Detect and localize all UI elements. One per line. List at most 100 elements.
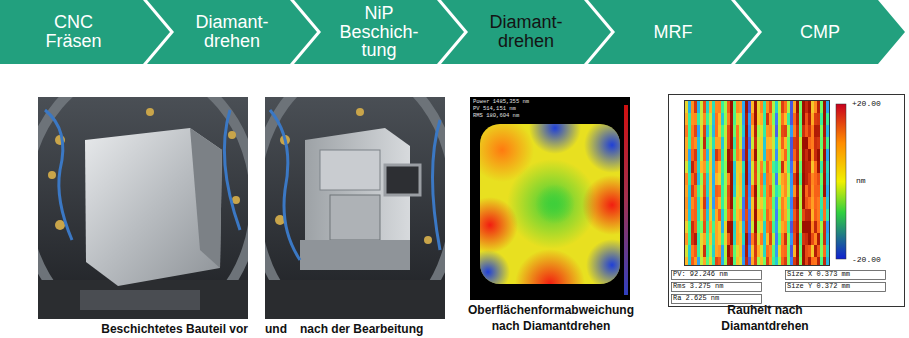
roughness-stripe: [802, 197, 805, 209]
roughness-stripe: [793, 257, 796, 265]
roughness-stripe: [736, 101, 739, 113]
roughness-stripe: [694, 149, 697, 161]
roughness-stripe: [739, 257, 742, 265]
roughness-stripe: [805, 149, 808, 161]
roughness-stripe: [763, 113, 766, 125]
roughness-stripe: [742, 101, 745, 113]
roughness-stripe: [802, 221, 805, 233]
roughness-stripe: [739, 245, 742, 257]
roughness-stripe: [685, 245, 688, 257]
roughness-stripe: [817, 113, 820, 125]
roughness-stripe: [793, 209, 796, 221]
roughness-stripe: [733, 245, 736, 257]
roughness-stripe: [763, 149, 766, 161]
roughness-stripe: [733, 221, 736, 233]
roughness-stripe: [745, 173, 748, 185]
roughness-stripe: [730, 113, 733, 125]
roughness-stripe: [718, 185, 721, 197]
roughness-stripe: [748, 257, 751, 265]
roughness-stripe: [817, 233, 820, 245]
roughness-stripe: [739, 137, 742, 149]
roughness-stripe: [754, 173, 757, 185]
roughness-stripe: [688, 185, 691, 197]
roughness-stripe: [700, 101, 703, 113]
roughness-stripe: [718, 149, 721, 161]
roughness-stripe: [724, 161, 727, 173]
roughness-stripe: [784, 101, 787, 113]
roughness-stripe: [769, 221, 772, 233]
roughness-stripe: [778, 197, 781, 209]
roughness-stripe: [778, 173, 781, 185]
roughness-stripe: [808, 125, 811, 137]
roughness-stripe: [706, 257, 709, 265]
roughness-stripe: [775, 197, 778, 209]
roughness-stripe: [709, 245, 712, 257]
roughness-stripe: [700, 173, 703, 185]
roughness-stripe: [760, 149, 763, 161]
roughness-stripe: [721, 185, 724, 197]
roughness-stripe: [733, 101, 736, 113]
roughness-stripe: [745, 209, 748, 221]
chevron-outline: [147, 0, 317, 64]
roughness-stripe: [814, 221, 817, 233]
roughness-stripe: [694, 221, 697, 233]
roughness-stripe: [742, 125, 745, 137]
roughness-stripe: [685, 161, 688, 173]
roughness-stripe: [799, 185, 802, 197]
roughness-stripe: [697, 161, 700, 173]
roughness-stripe: [763, 257, 766, 265]
roughness-stripe: [691, 221, 694, 233]
roughness-stripe: [691, 257, 694, 265]
roughness-stripe: [706, 125, 709, 137]
roughness-stripe: [760, 173, 763, 185]
roughness-stripe: [721, 221, 724, 233]
roughness-stripe: [751, 185, 754, 197]
process-chevron: Diamant- drehen: [147, 0, 317, 64]
roughness-stripe: [700, 257, 703, 265]
roughness-stripe: [754, 149, 757, 161]
roughness-stripe: [808, 197, 811, 209]
roughness-stripe: [823, 125, 826, 137]
roughness-stripe: [775, 257, 778, 265]
roughness-stripe: [799, 221, 802, 233]
roughness-stripe: [784, 245, 787, 257]
roughness-stripe: [778, 125, 781, 137]
roughness-stripe: [712, 233, 715, 245]
roughness-stripe: [754, 137, 757, 149]
roughness-stripe: [697, 113, 700, 125]
chevron-outline: [588, 0, 758, 64]
roughness-stripe: [754, 245, 757, 257]
roughness-stripe: [715, 161, 718, 173]
roughness-stripe: [700, 233, 703, 245]
roughness-stripe: [715, 125, 718, 137]
roughness-stripe: [688, 101, 691, 113]
roughness-stripe: [727, 245, 730, 257]
roughness-stripe: [766, 113, 769, 125]
roughness-stripe: [796, 173, 799, 185]
roughness-stripe: [745, 221, 748, 233]
roughness-stripe: [823, 113, 826, 125]
roughness-stripe: [745, 125, 748, 137]
roughness-stripe: [769, 113, 772, 125]
roughness-stripe: [790, 161, 793, 173]
roughness-stripe: [760, 101, 763, 113]
roughness-stripe: [823, 245, 826, 257]
roughness-stripe: [745, 149, 748, 161]
roughness-stripe: [757, 173, 760, 185]
roughness-stripe: [700, 197, 703, 209]
roughness-stripe: [709, 197, 712, 209]
roughness-stripe: [712, 185, 715, 197]
roughness-stripe: [745, 233, 748, 245]
roughness-stripe: [760, 209, 763, 221]
roughness-stripe: [817, 149, 820, 161]
roughness-stripe: [826, 101, 829, 113]
roughness-stripe: [772, 101, 775, 113]
roughness-stripe: [763, 161, 766, 173]
roughness-stripe: [694, 101, 697, 113]
roughness-stripe: [730, 185, 733, 197]
roughness-stripe: [691, 113, 694, 125]
roughness-stripe: [778, 113, 781, 125]
roughness-stripe: [694, 173, 697, 185]
roughness-stripe: [814, 125, 817, 137]
